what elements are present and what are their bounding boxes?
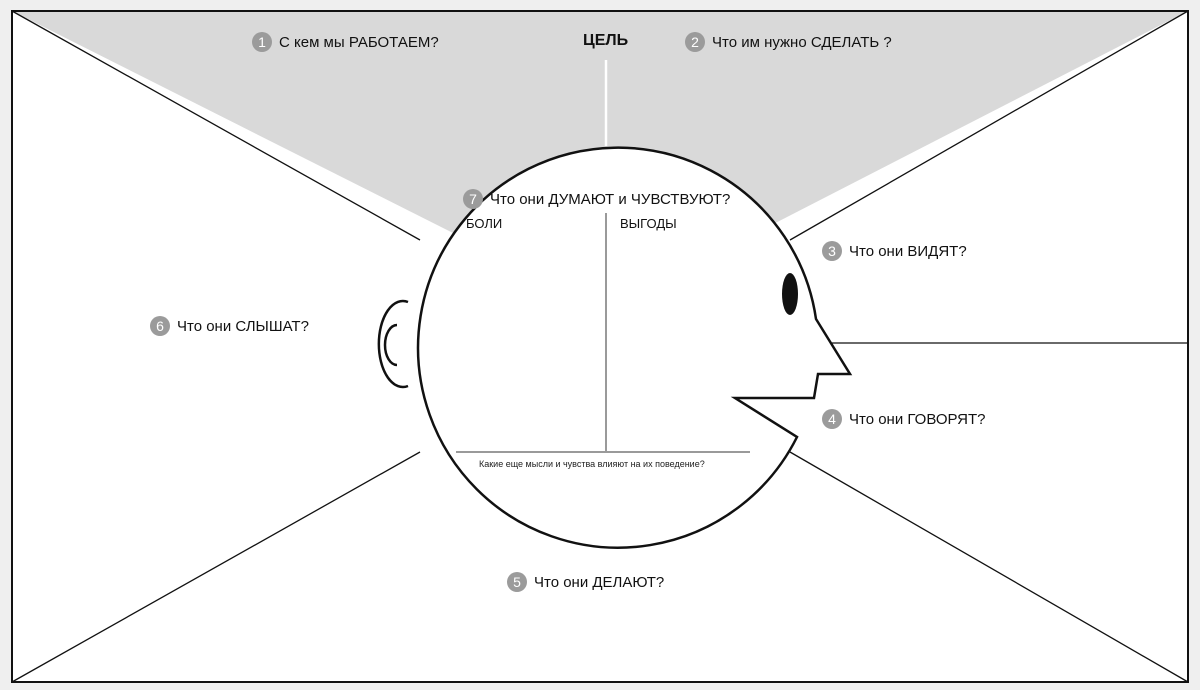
section-7-label: 7 Что они ДУМАЮТ и ЧУВСТВУЮТ? <box>463 189 730 209</box>
number-badge: 6 <box>150 316 170 336</box>
number-badge: 4 <box>822 409 842 429</box>
goal-title: ЦЕЛЬ <box>583 32 629 49</box>
other-thoughts-label: Какие еще мысли и чувства влияют на их п… <box>479 459 705 469</box>
section-1-text: С кем мы РАБОТАЕМ? <box>279 33 439 51</box>
section-6-text: Что они СЛЫШАТ? <box>177 317 309 335</box>
number-badge: 2 <box>685 32 705 52</box>
section-5-label: 5 Что они ДЕЛАЮТ? <box>507 572 664 592</box>
section-2-label: 2 Что им нужно СДЕЛАТЬ ? <box>685 32 892 52</box>
diagonal-top-left <box>11 10 421 241</box>
number-badge: 5 <box>507 572 527 592</box>
number-badge: 3 <box>822 241 842 261</box>
section-3-label: 3 Что они ВИДЯТ? <box>822 241 967 261</box>
gains-label: ВЫГОДЫ <box>620 216 677 231</box>
eye <box>782 273 798 315</box>
ear-inner <box>383 323 398 367</box>
board-frame <box>11 10 1189 683</box>
section-4-label: 4 Что они ГОВОРЯТ? <box>822 409 986 429</box>
diagonal-bottom-left <box>11 451 421 683</box>
section-5-text: Что они ДЕЛАЮТ? <box>534 573 665 591</box>
section-3-text: Что они ВИДЯТ? <box>849 242 967 260</box>
number-badge: 7 <box>463 189 483 209</box>
section-6-label: 6 Что они СЛЫШАТ? <box>150 316 309 336</box>
section-4-text: Что они ГОВОРЯТ? <box>849 410 986 428</box>
number-badge: 1 <box>252 32 272 52</box>
section-2-text: Что им нужно СДЕЛАТЬ ? <box>712 33 892 51</box>
head-outline <box>416 146 853 549</box>
pains-label: БОЛИ <box>466 216 503 231</box>
section-7-text: Что они ДУМАЮТ и ЧУВСТВУЮТ? <box>490 190 731 208</box>
ear <box>377 299 409 389</box>
section-1-label: 1 С кем мы РАБОТАЕМ? <box>252 32 439 52</box>
diagonal-bottom-right <box>789 451 1189 683</box>
diagonal-top-right <box>789 10 1189 241</box>
